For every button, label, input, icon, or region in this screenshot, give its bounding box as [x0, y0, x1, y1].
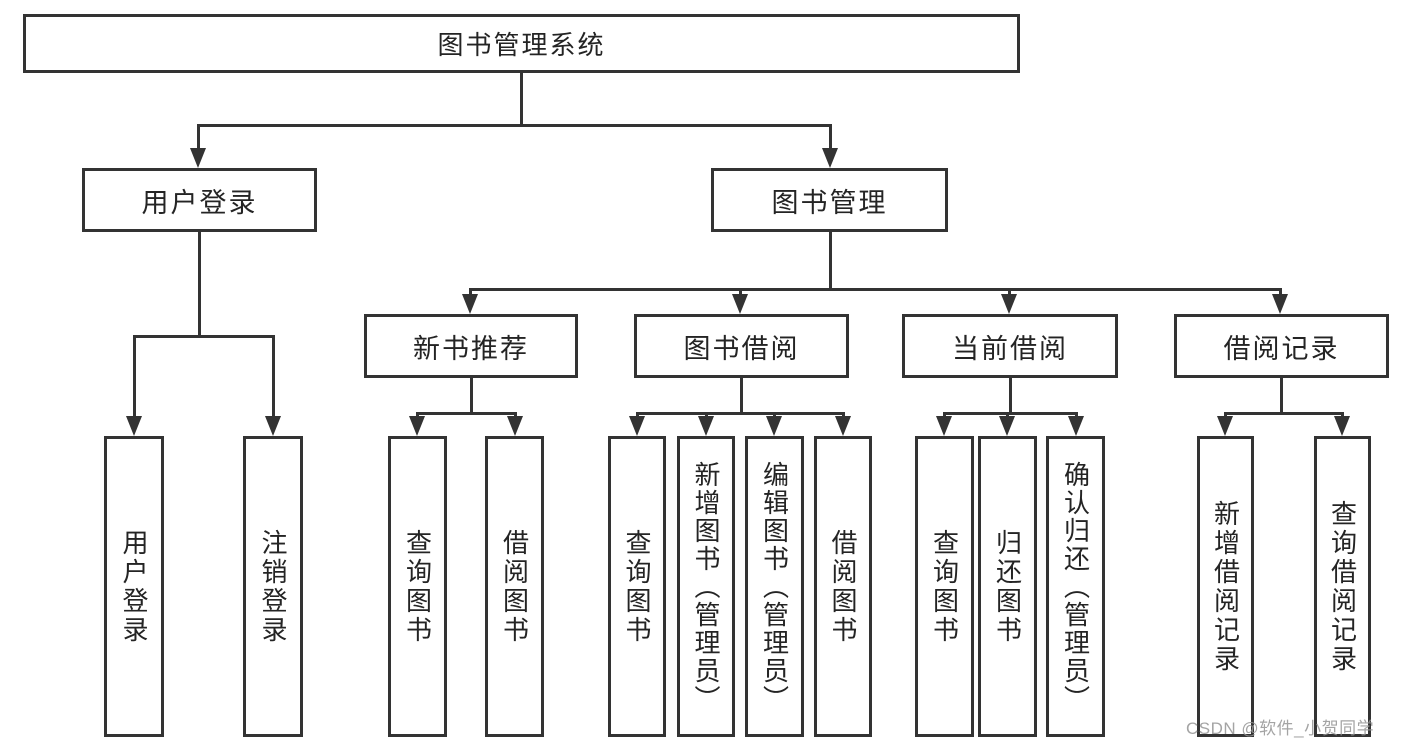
leaf-edit-books-admin: 编辑图书（管理员） — [745, 436, 804, 737]
leaf-add-borrow-record: 新增借阅记录 — [1197, 436, 1254, 737]
leaf-return-books: 归还图书 — [978, 436, 1037, 737]
arrow-down-icon — [766, 416, 782, 436]
arrow-down-icon — [999, 416, 1015, 436]
connector-book-borrow-rail — [636, 412, 844, 415]
node-book-management: 图书管理 — [711, 168, 948, 232]
connector-arrow-line — [272, 335, 275, 419]
arrow-down-icon — [1272, 294, 1288, 314]
connector-current-borrow-rail — [943, 412, 1077, 415]
connector-root-stem — [520, 73, 523, 126]
node-new-book-recommend: 新书推荐 — [364, 314, 578, 378]
arrow-down-icon — [1068, 416, 1084, 436]
connector-new-book-stem — [470, 378, 473, 414]
connector-arrow-line — [133, 335, 136, 419]
connector-book-mgmt-stem — [829, 232, 832, 290]
node-borrowing-records: 借阅记录 — [1174, 314, 1389, 378]
arrow-down-icon — [462, 294, 478, 314]
leaf-user-login: 用户登录 — [104, 436, 164, 737]
connector-borrow-record-stem — [1280, 378, 1283, 414]
connector-current-borrow-stem — [1009, 378, 1012, 414]
arrow-down-icon — [409, 416, 425, 436]
leaf-query-books-current: 查询图书 — [915, 436, 974, 737]
leaf-query-books-recommend: 查询图书 — [388, 436, 447, 737]
node-user-login: 用户登录 — [82, 168, 317, 232]
leaf-confirm-return-admin: 确认归还（管理员） — [1046, 436, 1105, 737]
leaf-logout: 注销登录 — [243, 436, 303, 737]
node-book-borrowing: 图书借阅 — [634, 314, 849, 378]
arrow-down-icon — [698, 416, 714, 436]
connector-arrow-line — [739, 288, 742, 298]
arrow-down-icon — [732, 294, 748, 314]
arrow-down-icon — [126, 416, 142, 436]
arrow-down-icon — [835, 416, 851, 436]
connector-borrow-record-rail — [1224, 412, 1344, 415]
leaf-borrow-books-recommend: 借阅图书 — [485, 436, 544, 737]
csdn-watermark: CSDN @软件_小贺同学 — [1186, 719, 1375, 738]
connector-arrow-line — [197, 124, 200, 152]
arrow-down-icon — [936, 416, 952, 436]
arrow-down-icon — [1334, 416, 1350, 436]
connector-arrow-line — [1279, 288, 1282, 298]
connector-arrow-line — [469, 288, 472, 298]
arrow-down-icon — [822, 148, 838, 168]
node-root: 图书管理系统 — [23, 14, 1020, 73]
connector-level1-rail — [197, 124, 831, 127]
arrow-down-icon — [265, 416, 281, 436]
leaf-query-books-borrowing: 查询图书 — [608, 436, 666, 737]
arrow-down-icon — [1217, 416, 1233, 436]
connector-arrow-line — [829, 124, 832, 152]
connector-book-borrow-stem — [740, 378, 743, 414]
leaf-borrow-books-borrowing: 借阅图书 — [814, 436, 872, 737]
leaf-query-borrow-record: 查询借阅记录 — [1314, 436, 1371, 737]
arrow-down-icon — [1001, 294, 1017, 314]
arrow-down-icon — [629, 416, 645, 436]
connector-arrow-line — [1008, 288, 1011, 298]
connector-new-book-rail — [416, 412, 516, 415]
connector-user-login-stem — [198, 232, 201, 337]
node-current-borrowing: 当前借阅 — [902, 314, 1118, 378]
leaf-add-books-admin: 新增图书（管理员） — [677, 436, 735, 737]
connector-level2-rail — [469, 288, 1281, 291]
arrow-down-icon — [507, 416, 523, 436]
arrow-down-icon — [190, 148, 206, 168]
connector-user-login-rail — [133, 335, 274, 338]
